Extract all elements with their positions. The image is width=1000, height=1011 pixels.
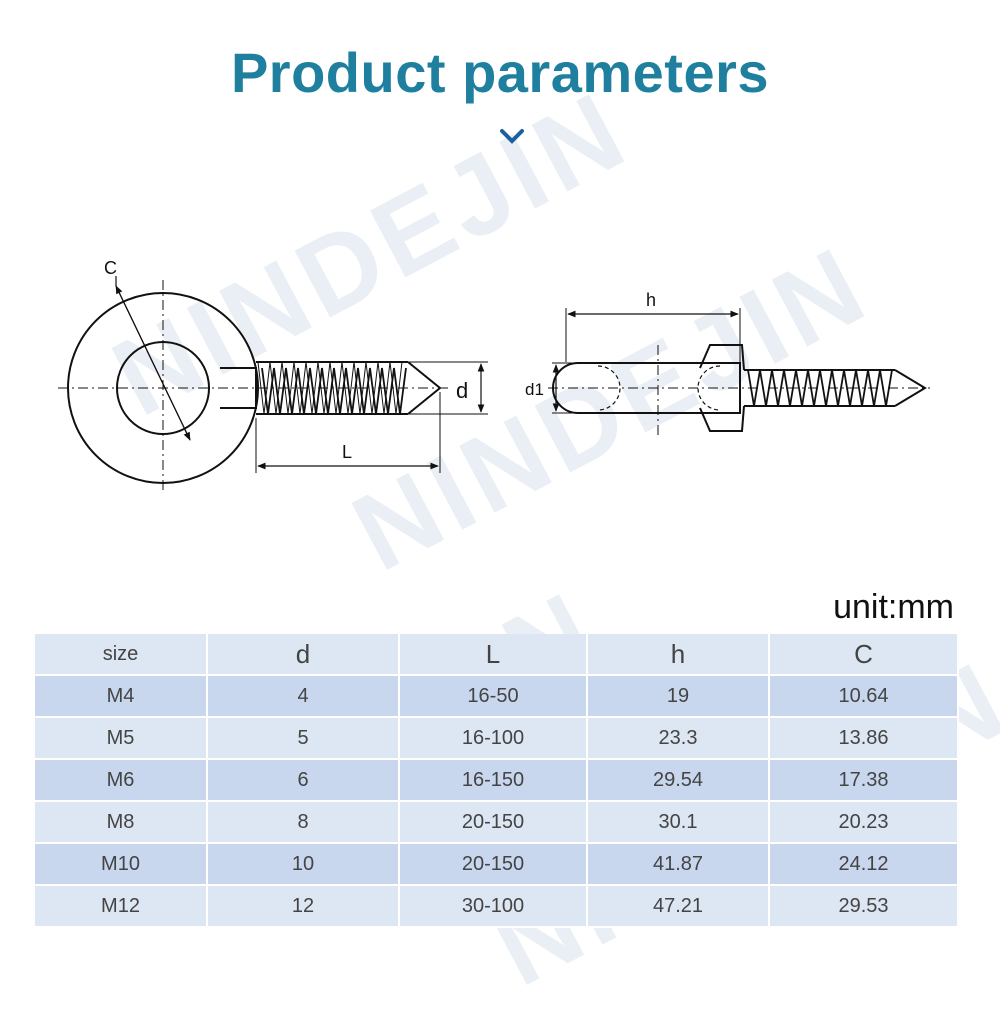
cell-c: 29.53 — [769, 885, 959, 928]
cell-d: 12 — [207, 885, 400, 928]
cell-d: 8 — [207, 801, 400, 844]
table-row: M12 12 30-100 47.21 29.53 — [35, 885, 959, 928]
table-header-row: size d L h C — [35, 634, 959, 676]
diagram-label-d1: d1 — [525, 380, 544, 399]
cell-d: 6 — [207, 759, 400, 802]
unit-label: unit:mm — [833, 588, 954, 626]
cell-l: 30-100 — [399, 885, 588, 928]
cell-h: 19 — [587, 675, 770, 718]
cell-d: 4 — [207, 675, 400, 718]
chevron-down-icon — [500, 129, 524, 144]
header-d: d — [207, 634, 400, 676]
header-size: size — [35, 634, 208, 676]
diagram-label-c: C — [104, 258, 117, 278]
cell-h: 23.3 — [587, 717, 770, 760]
header-h: h — [587, 634, 770, 676]
cell-c: 17.38 — [769, 759, 959, 802]
table-row: M10 10 20-150 41.87 24.12 — [35, 843, 959, 886]
cell-d: 10 — [207, 843, 400, 886]
cell-h: 41.87 — [587, 843, 770, 886]
cell-size: M10 — [35, 843, 208, 886]
cell-size: M5 — [35, 717, 208, 760]
cell-c: 24.12 — [769, 843, 959, 886]
diagram-label-d: d — [456, 378, 468, 403]
parameters-table: size d L h C M4 4 16-50 19 10.64 M5 5 16… — [35, 634, 959, 928]
cell-d: 5 — [207, 717, 400, 760]
table-row: M8 8 20-150 30.1 20.23 — [35, 801, 959, 844]
page-title: Product parameters — [230, 41, 770, 104]
table-row: M5 5 16-100 23.3 13.86 — [35, 717, 959, 760]
diagram-label-l: L — [342, 442, 352, 462]
cell-c: 20.23 — [769, 801, 959, 844]
diagram-label-h: h — [646, 290, 656, 310]
eye-screw-diagram: C d L h d1 — [58, 258, 930, 492]
cell-l: 16-100 — [399, 717, 588, 760]
cell-c: 10.64 — [769, 675, 959, 718]
cell-size: M12 — [35, 885, 208, 928]
cell-l: 20-150 — [399, 801, 588, 844]
cell-l: 16-150 — [399, 759, 588, 802]
cell-size: M8 — [35, 801, 208, 844]
cell-c: 13.86 — [769, 717, 959, 760]
header-c: C — [769, 634, 959, 676]
table-row: M4 4 16-50 19 10.64 — [35, 675, 959, 718]
cell-h: 30.1 — [587, 801, 770, 844]
header-l: L — [399, 634, 588, 676]
cell-size: M4 — [35, 675, 208, 718]
cell-l: 16-50 — [399, 675, 588, 718]
table-row: M6 6 16-150 29.54 17.38 — [35, 759, 959, 802]
cell-size: M6 — [35, 759, 208, 802]
cell-h: 47.21 — [587, 885, 770, 928]
cell-l: 20-150 — [399, 843, 588, 886]
cell-h: 29.54 — [587, 759, 770, 802]
